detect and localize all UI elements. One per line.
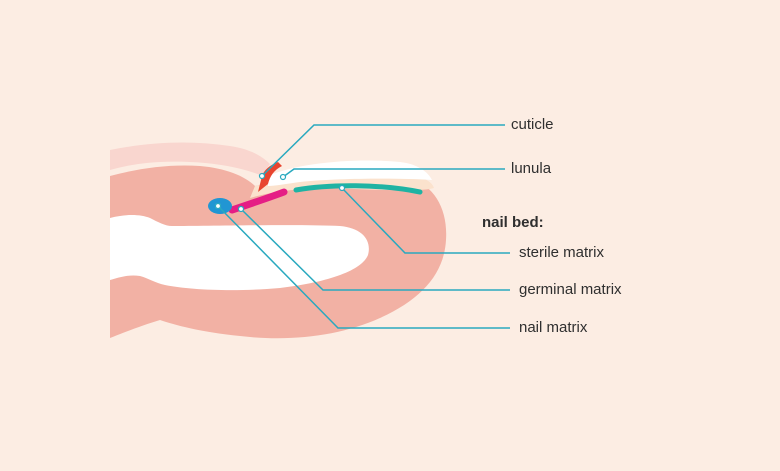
leader-dots: [214, 172, 346, 213]
leader-line-nail-matrix: [217, 205, 510, 329]
leader-line-sterile-matrix: [341, 187, 510, 254]
label-cuticle: cuticle: [511, 116, 554, 133]
leader-lines: [217, 124, 510, 329]
leader-line-germinal-matrix: [240, 208, 510, 291]
cuticle-shape: [258, 162, 282, 192]
label-sterile-matrix: sterile matrix: [519, 244, 605, 261]
dot-cuticle: [258, 172, 266, 180]
dot-germinal-matrix: [237, 205, 245, 213]
dot-sterile-matrix: [338, 184, 346, 192]
lunula-shape: [268, 160, 432, 186]
label-lunula: lunula: [511, 160, 552, 177]
germinal-matrix-shape: [228, 188, 288, 214]
label-nail-matrix: nail matrix: [519, 319, 588, 336]
dot-nail-matrix: [214, 202, 222, 210]
sterile-matrix-shape: [293, 183, 423, 195]
label-germinal-matrix: germinal matrix: [519, 281, 622, 298]
leader-line-lunula: [282, 168, 505, 178]
skin-fold-top: [110, 142, 270, 176]
dot-lunula: [279, 173, 287, 181]
label-nail-bed-heading: nail bed:: [482, 214, 544, 231]
leader-line-cuticle: [261, 124, 505, 177]
